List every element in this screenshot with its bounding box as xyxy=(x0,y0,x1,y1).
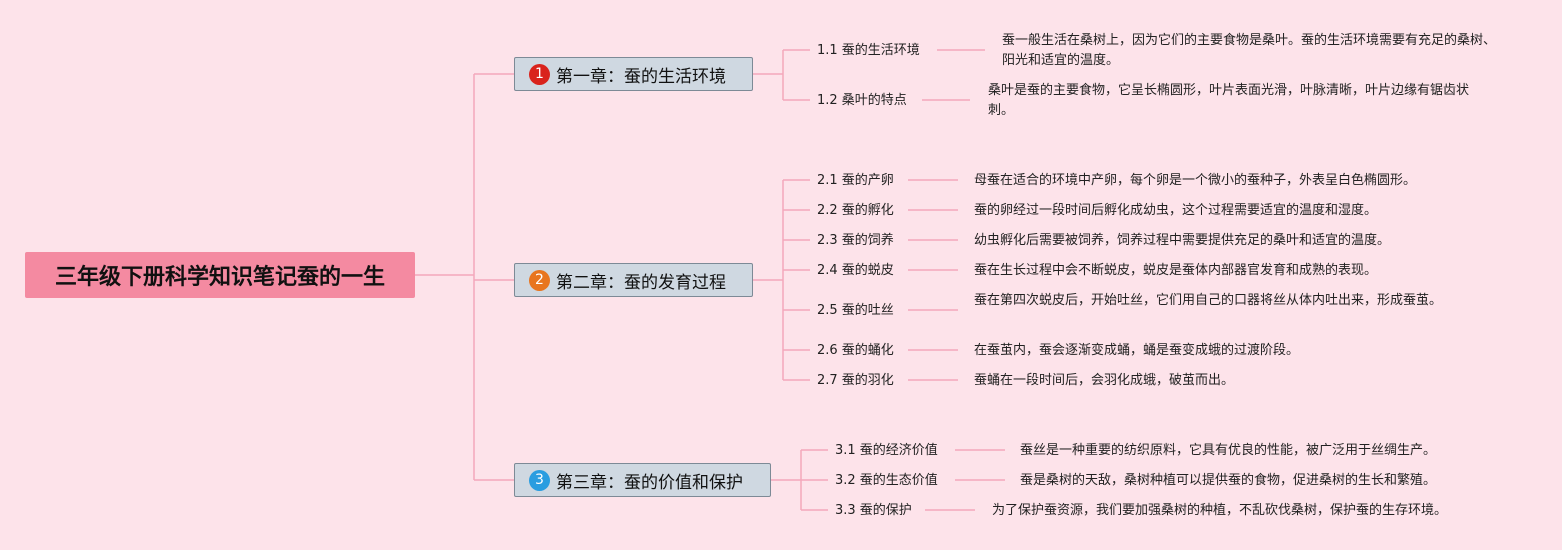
section-2-7-label[interactable]: 2.7 蚕的羽化 xyxy=(817,373,894,388)
section-2-4-text: 蚕在生长过程中会不断蜕皮，蜕皮是蚕体内部器官发育和成熟的表现。 xyxy=(974,263,1378,278)
section-3-3-label[interactable]: 3.3 蚕的保护 xyxy=(835,503,912,518)
root-title: 三年级下册科学知识笔记蚕的一生 xyxy=(54,265,385,290)
section-1-1-text: 蚕一般生活在桑树上，因为它们的主要食物是桑叶。蚕的生活环境需要有充足的桑树、阳光… xyxy=(1002,33,1497,68)
section-2-2-text: 蚕的卵经过一段时间后孵化成幼虫，这个过程需要适宜的温度和湿度。 xyxy=(974,203,1378,218)
number-circle-icon: 2 xyxy=(529,269,550,291)
section-2-6-label[interactable]: 2.6 蚕的蛹化 xyxy=(817,343,894,358)
section-2-2-label[interactable]: 2.2 蚕的孵化 xyxy=(817,203,894,218)
section-3-1-label[interactable]: 3.1 蚕的经济价值 xyxy=(835,443,938,458)
section-2-5-label[interactable]: 2.5 蚕的吐丝 xyxy=(817,303,894,318)
chapter-title: 第三章：蚕的价值和保护 xyxy=(556,472,743,493)
section-2-1-label[interactable]: 2.1 蚕的产卵 xyxy=(817,173,894,188)
section-2-5-text: 蚕在第四次蜕皮后，开始吐丝，它们用自己的口器将丝从体内吐出来，形成蚕茧。 xyxy=(974,293,1443,308)
section-2-7-text: 蚕蛹在一段时间后，会羽化成蛾，破茧而出。 xyxy=(974,373,1235,388)
chapter-title: 第二章：蚕的发育过程 xyxy=(556,272,726,293)
section-2-4-label[interactable]: 2.4 蚕的蜕皮 xyxy=(817,263,894,278)
section-2-6-text: 在蚕茧内，蚕会逐渐变成蛹，蛹是蚕变成蛾的过渡阶段。 xyxy=(974,343,1300,358)
section-2-3-label[interactable]: 2.3 蚕的饲养 xyxy=(817,233,894,248)
section-2-1-text: 母蚕在适合的环境中产卵，每个卵是一个微小的蚕种子，外表呈白色椭圆形。 xyxy=(974,173,1417,188)
section-3-2-label[interactable]: 3.2 蚕的生态价值 xyxy=(835,473,938,488)
section-1-1-label[interactable]: 1.1 蚕的生活环境 xyxy=(817,43,920,58)
chapter-3-topic[interactable]: 3 第三章：蚕的价值和保护 xyxy=(514,463,771,497)
number-circle-icon: 3 xyxy=(529,469,550,491)
section-1-2-label[interactable]: 1.2 桑叶的特点 xyxy=(817,93,907,108)
chapter-2-topic[interactable]: 2 第二章：蚕的发育过程 xyxy=(514,263,753,297)
number-circle-icon: 1 xyxy=(529,63,550,85)
chapter-title: 第一章：蚕的生活环境 xyxy=(556,66,726,87)
section-2-3-text: 幼虫孵化后需要被饲养，饲养过程中需要提供充足的桑叶和适宜的温度。 xyxy=(974,233,1391,248)
section-3-2-text: 蚕是桑树的天敌，桑树种植可以提供蚕的食物，促进桑树的生长和繁殖。 xyxy=(1020,473,1437,488)
section-3-1-text: 蚕丝是一种重要的纺织原料，它具有优良的性能，被广泛用于丝绸生产。 xyxy=(1020,443,1437,458)
chapter-1-topic[interactable]: 1 第一章：蚕的生活环境 xyxy=(514,57,753,91)
section-3-3-text: 为了保护蚕资源，我们要加强桑树的种植，不乱砍伐桑树，保护蚕的生存环境。 xyxy=(992,503,1448,518)
root-topic[interactable]: 三年级下册科学知识笔记蚕的一生 xyxy=(25,252,415,298)
section-1-2-text: 桑叶是蚕的主要食物，它呈长椭圆形，叶片表面光滑，叶脉清晰，叶片边缘有锯齿状刺。 xyxy=(988,83,1470,118)
